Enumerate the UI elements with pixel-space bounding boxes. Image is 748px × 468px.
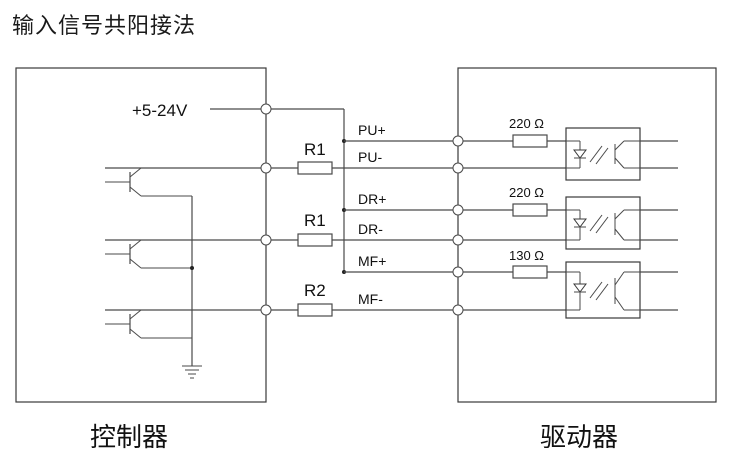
controller-label: 控制器 xyxy=(90,423,168,453)
resistor-r-dr xyxy=(297,233,333,247)
resistor-label-mf: R2 xyxy=(304,281,326,300)
terminal xyxy=(260,304,272,316)
page-title: 输入信号共阳接法 xyxy=(12,14,197,39)
internal-resistor-label-pu: 220 Ω xyxy=(509,116,544,131)
signal-label-dr-plus: DR+ xyxy=(358,191,386,207)
transistor-mf xyxy=(105,309,192,339)
internal-resistor-label-dr: 220 Ω xyxy=(509,185,544,200)
ground-icon xyxy=(182,365,202,379)
signal-label-dr-minus: DR- xyxy=(358,221,383,237)
signal-label-mf-minus: MF- xyxy=(358,291,383,307)
signal-label-pu-minus: PU- xyxy=(358,149,382,165)
terminal xyxy=(452,234,464,246)
terminal-supply xyxy=(260,103,272,115)
internal-resistor-label-mf: 130 Ω xyxy=(509,248,544,263)
driver-label: 驱动器 xyxy=(540,423,618,453)
transistor-pu xyxy=(105,167,192,197)
internal-resistor-dr xyxy=(512,203,548,217)
supply-label: +5-24V xyxy=(132,101,188,120)
resistor-r-pu xyxy=(297,161,333,175)
resistor-label-pu: R1 xyxy=(304,140,326,159)
terminal xyxy=(452,135,464,147)
transistor-dr xyxy=(105,239,192,269)
optocoupler-mf-icon xyxy=(565,261,678,319)
terminals xyxy=(260,135,464,316)
signal-label-pu-plus: PU+ xyxy=(358,122,386,138)
optocoupler-dr-icon xyxy=(565,196,678,250)
terminal xyxy=(452,266,464,278)
resistor-label-dr: R1 xyxy=(304,211,326,230)
terminal xyxy=(452,304,464,316)
signal-label-mf-plus: MF+ xyxy=(358,253,386,269)
internal-resistor-mf xyxy=(512,265,548,279)
junction-dot xyxy=(190,266,194,270)
internal-resistor-pu xyxy=(512,134,548,148)
optocoupler-pu-icon xyxy=(565,127,678,181)
terminal xyxy=(260,162,272,174)
resistor-r-mf xyxy=(297,303,333,317)
terminal xyxy=(452,162,464,174)
terminal xyxy=(260,234,272,246)
terminal xyxy=(452,204,464,216)
